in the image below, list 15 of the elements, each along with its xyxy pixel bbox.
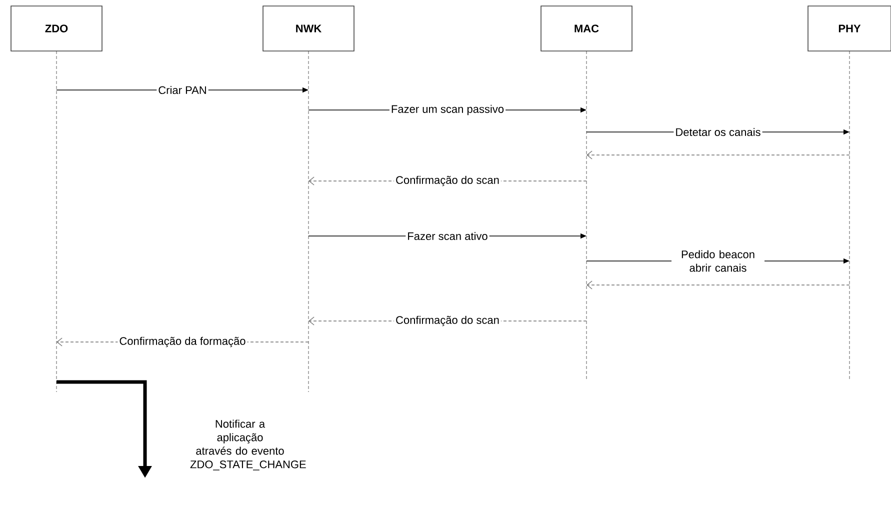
lifeline-box: NWK <box>262 6 354 52</box>
arrow <box>586 280 850 290</box>
edge-label: Notificar a aplicação através do evento ZDO_STATE_CHANGE <box>188 418 306 472</box>
edge-label: Confirmação do scan <box>394 314 501 328</box>
edge-label: Pedido beacon abrir canais <box>672 248 764 274</box>
lifeline-box: ZDO <box>10 6 102 52</box>
edge-label: Detetar os canais <box>674 126 762 138</box>
edge-label: Fazer um scan passivo <box>389 103 506 117</box>
lifeline-box: PHY <box>808 6 891 52</box>
lifeline-box: MAC <box>540 6 632 52</box>
arrow <box>586 150 850 160</box>
edge-label: Criar PAN <box>156 84 208 96</box>
edge-label: Confirmação da formação <box>118 335 248 349</box>
edge-label: Fazer scan ativo <box>406 230 490 242</box>
edge-label: Confirmação do scan <box>394 174 501 188</box>
